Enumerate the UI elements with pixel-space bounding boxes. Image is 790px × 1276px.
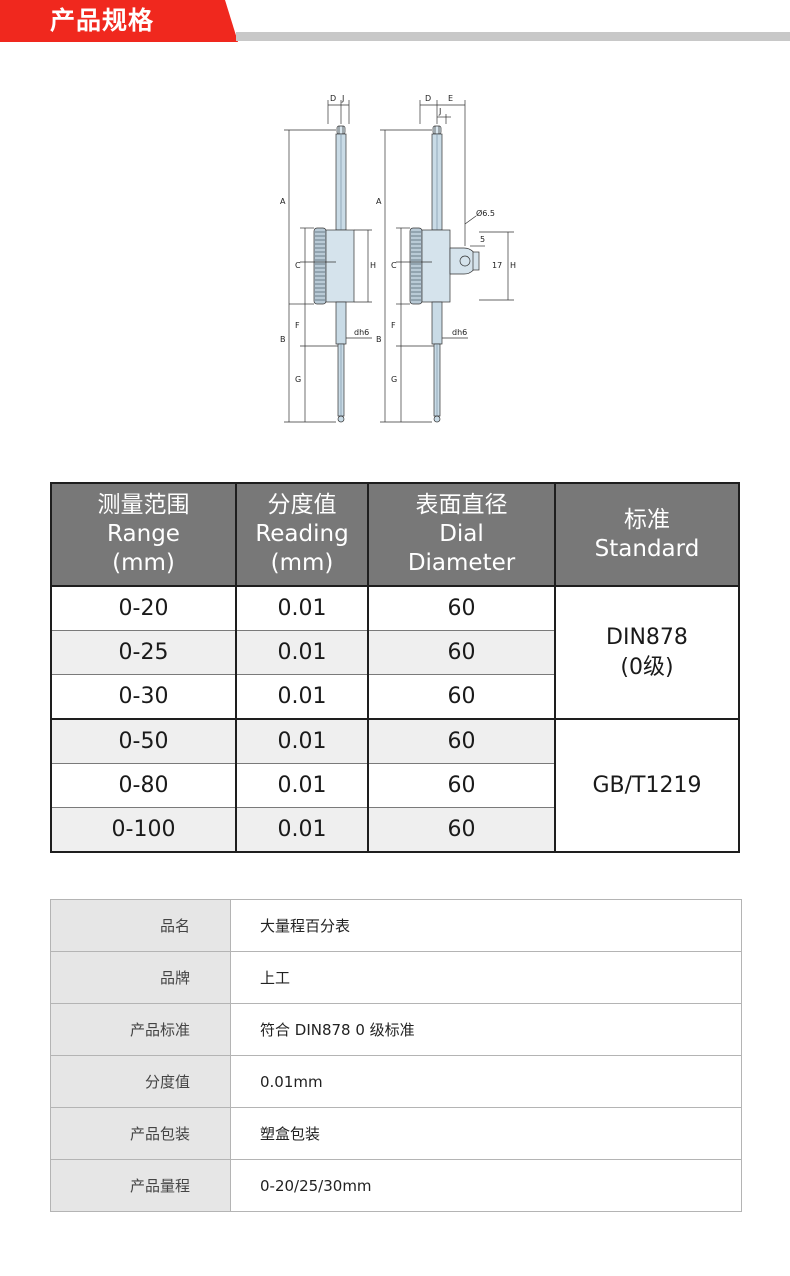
dim-label-j: J — [341, 94, 344, 103]
info-key: 产品包装 — [50, 1107, 231, 1160]
cell-reading: 0.01 — [235, 807, 369, 853]
dim-label-g2: G — [391, 375, 397, 384]
info-row-brand: 品牌 上工 — [50, 951, 742, 1004]
info-row-reading: 分度值 0.01mm — [50, 1055, 742, 1108]
header-accent-block — [0, 0, 238, 42]
cell-dial: 60 — [367, 807, 556, 853]
header-reading: 分度值 Reading (mm) — [235, 482, 369, 587]
header-dial-diameter: 表面直径 Dial Diameter — [367, 482, 556, 587]
cell-reading: 0.01 — [235, 763, 369, 808]
info-key: 产品标准 — [50, 1003, 231, 1056]
info-value: 0.01mm — [230, 1055, 742, 1108]
table-row: 0-50 0.01 60 GB/T1219 — [50, 718, 740, 853]
info-key: 分度值 — [50, 1055, 231, 1108]
info-row-range: 产品量程 0-20/25/30mm — [50, 1159, 742, 1212]
info-value: 符合 DIN878 0 级标准 — [230, 1003, 742, 1056]
info-value: 0-20/25/30mm — [230, 1159, 742, 1212]
dim-label-g: G — [295, 375, 301, 384]
dim-label-h2: H — [510, 261, 516, 270]
header-range: 测量范围 Range (mm) — [50, 482, 237, 587]
dim-label-seventeen: 17 — [492, 261, 502, 270]
cell-standard-din: DIN878 (0级) — [554, 585, 740, 720]
info-row-packaging: 产品包装 塑盒包装 — [50, 1107, 742, 1160]
spec-table: 测量范围 Range (mm) 分度值 Reading (mm) 表面直径 Di… — [50, 482, 740, 853]
dim-label-dh6: dh6 — [354, 328, 369, 337]
info-value: 大量程百分表 — [230, 899, 742, 952]
header-divider-line — [236, 32, 790, 41]
table-row: 0-80 0.01 60 — [50, 763, 739, 808]
section-header: 产品规格 — [0, 0, 790, 44]
cell-dial: 60 — [367, 585, 556, 631]
dim-label-b: B — [280, 335, 286, 344]
cell-reading: 0.01 — [235, 674, 369, 720]
product-info-table: 品名 大量程百分表 品牌 上工 产品标准 符合 DIN878 0 级标准 分度值… — [50, 899, 742, 1212]
cell-range: 0-25 — [50, 630, 237, 675]
table-row: 0-100 0.01 60 — [50, 807, 739, 853]
info-row-standard: 产品标准 符合 DIN878 0 级标准 — [50, 1003, 742, 1056]
dim-label-j2: J — [438, 107, 441, 116]
dim-label-five: 5 — [480, 235, 485, 244]
cell-dial: 60 — [367, 763, 556, 808]
table-row: 0-30 0.01 60 — [50, 674, 739, 720]
table-row: 0-25 0.01 60 — [50, 630, 739, 675]
info-key: 产品量程 — [50, 1159, 231, 1212]
info-value: 塑盒包装 — [230, 1107, 742, 1160]
cell-dial: 60 — [367, 674, 556, 720]
dim-label-hole: Ø6.5 — [476, 208, 495, 218]
cell-reading: 0.01 — [235, 718, 369, 764]
cell-range: 0-80 — [50, 763, 237, 808]
dim-label-a: A — [280, 197, 286, 206]
cell-standard-gb: GB/T1219 — [554, 718, 740, 853]
table-row: 0-20 0.01 60 DIN878 (0级) — [50, 585, 740, 720]
header-standard: 标准 Standard — [554, 482, 740, 587]
dim-label-d: D — [330, 94, 336, 103]
cell-dial: 60 — [367, 718, 556, 764]
cell-range: 0-30 — [50, 674, 237, 720]
cell-dial: 60 — [367, 630, 556, 675]
dial-indicator-drawing: D J A B C H F G dh6 D E J A B C H F G dh… — [270, 86, 520, 446]
dim-label-e: E — [448, 94, 453, 103]
dim-label-dh6-2: dh6 — [452, 328, 467, 337]
dim-label-h: H — [370, 261, 376, 270]
dim-label-c: C — [295, 261, 301, 270]
dim-label-f: F — [295, 321, 300, 330]
cell-reading: 0.01 — [235, 630, 369, 675]
cell-range: 0-100 — [50, 807, 237, 853]
info-row-name: 品名 大量程百分表 — [50, 899, 742, 952]
dim-label-b2: B — [376, 335, 382, 344]
cell-reading: 0.01 — [235, 585, 369, 631]
cell-range: 0-20 — [50, 585, 237, 631]
spec-header-row: 测量范围 Range (mm) 分度值 Reading (mm) 表面直径 Di… — [50, 482, 740, 587]
dim-label-f2: F — [391, 321, 396, 330]
dim-label-d2: D — [425, 94, 431, 103]
info-key: 品牌 — [50, 951, 231, 1004]
dim-label-a2: A — [376, 197, 382, 206]
cell-range: 0-50 — [50, 718, 237, 764]
info-key: 品名 — [50, 899, 231, 952]
section-title: 产品规格 — [50, 6, 155, 35]
info-value: 上工 — [230, 951, 742, 1004]
dimension-drawing: D J A B C H F G dh6 D E J A B C H F G dh… — [270, 86, 520, 446]
dim-label-c2: C — [391, 261, 397, 270]
